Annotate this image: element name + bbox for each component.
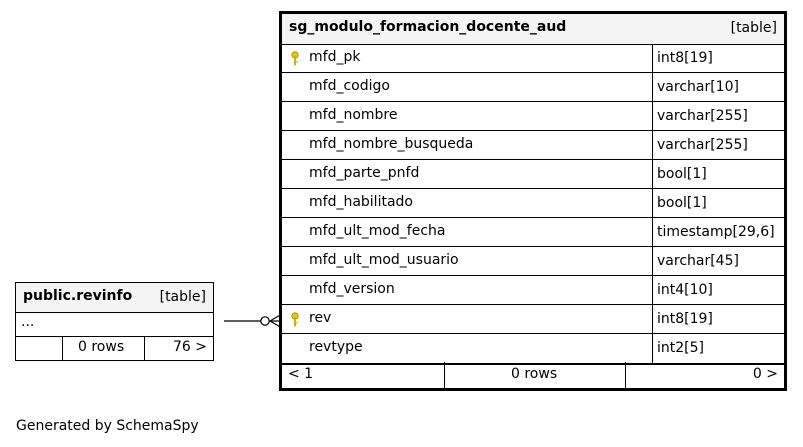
footer-divider [444,362,445,388]
key-icon [291,51,299,66]
key-icon [291,312,299,327]
row-count: 0 rows [78,339,125,355]
column-name: mfd_nombre [309,107,398,123]
column-type: timestamp[29,6] [652,218,775,246]
crowfoot-marker [269,320,283,329]
table-header: public.revinfo [table] [16,283,213,313]
column-name: mfd_pk [309,49,361,65]
column-name: rev [309,310,332,326]
column-type: int2[5] [652,334,704,363]
column-type: bool[1] [652,189,707,217]
column-name: revtype [309,339,363,355]
footer-divider [62,336,63,360]
column-name: mfd_codigo [309,78,390,94]
column-row[interactable]: mfd_nombre varchar[255] [282,102,784,131]
generated-by-credit: Generated by SchemaSpy [16,418,199,434]
column-type: int8[19] [652,44,713,72]
column-name: mfd_version [309,281,395,297]
table-name[interactable]: public.revinfo [23,288,133,304]
children-link[interactable]: 76 > [173,339,207,355]
table-sg-modulo-formacion-docente-aud[interactable]: sg_modulo_formacion_docente_aud [table] … [279,11,787,391]
column-row[interactable]: mfd_nombre_busqueda varchar[255] [282,131,784,160]
column-row[interactable]: mfd_ult_mod_fecha timestamp[29,6] [282,218,784,247]
children-link[interactable]: 0 > [752,366,778,382]
column-type: bool[1] [652,160,707,188]
column-row[interactable]: mfd_habilitado bool[1] [282,189,784,218]
collapsed-columns-row: ... [16,312,213,337]
column-row[interactable]: mfd_pk int8[19] [282,44,784,73]
column-type: varchar[255] [652,102,748,130]
column-type: varchar[10] [652,73,739,101]
column-name: mfd_ult_mod_usuario [309,252,459,268]
table-kind: [table] [730,20,777,36]
column-type: int4[10] [652,276,713,304]
column-row[interactable]: revtype int2[5] [282,334,784,365]
column-name: mfd_parte_pnfd [309,165,420,181]
column-row[interactable]: mfd_parte_pnfd bool[1] [282,160,784,189]
column-name: mfd_habilitado [309,194,413,210]
table-public-revinfo[interactable]: public.revinfo [table] ... 0 rows 76 > [15,282,214,361]
row-count: 0 rows [511,366,558,382]
table-name[interactable]: sg_modulo_formacion_docente_aud [289,19,567,35]
column-name: mfd_ult_mod_fecha [309,223,446,239]
column-name: mfd_nombre_busqueda [309,136,474,152]
column-type: int8[19] [652,305,713,333]
zero-marker [260,316,270,326]
parents-link[interactable]: < 1 [288,366,314,382]
column-type: varchar[45] [652,247,739,275]
column-row[interactable]: mfd_ult_mod_usuario varchar[45] [282,247,784,276]
column-row[interactable]: mfd_version int4[10] [282,276,784,305]
footer-divider [625,362,626,388]
table-footer: < 1 0 rows 0 > [282,362,784,388]
table-kind: [table] [159,289,206,305]
table-footer: 0 rows 76 > [16,336,213,360]
footer-divider [144,336,145,360]
table-header: sg_modulo_formacion_docente_aud [table] [282,14,784,45]
ellipsis: ... [21,314,35,330]
column-row[interactable]: rev int8[19] [282,305,784,334]
column-row[interactable]: mfd_codigo varchar[10] [282,73,784,102]
crowfoot-marker [269,313,283,322]
column-type: varchar[255] [652,131,748,159]
